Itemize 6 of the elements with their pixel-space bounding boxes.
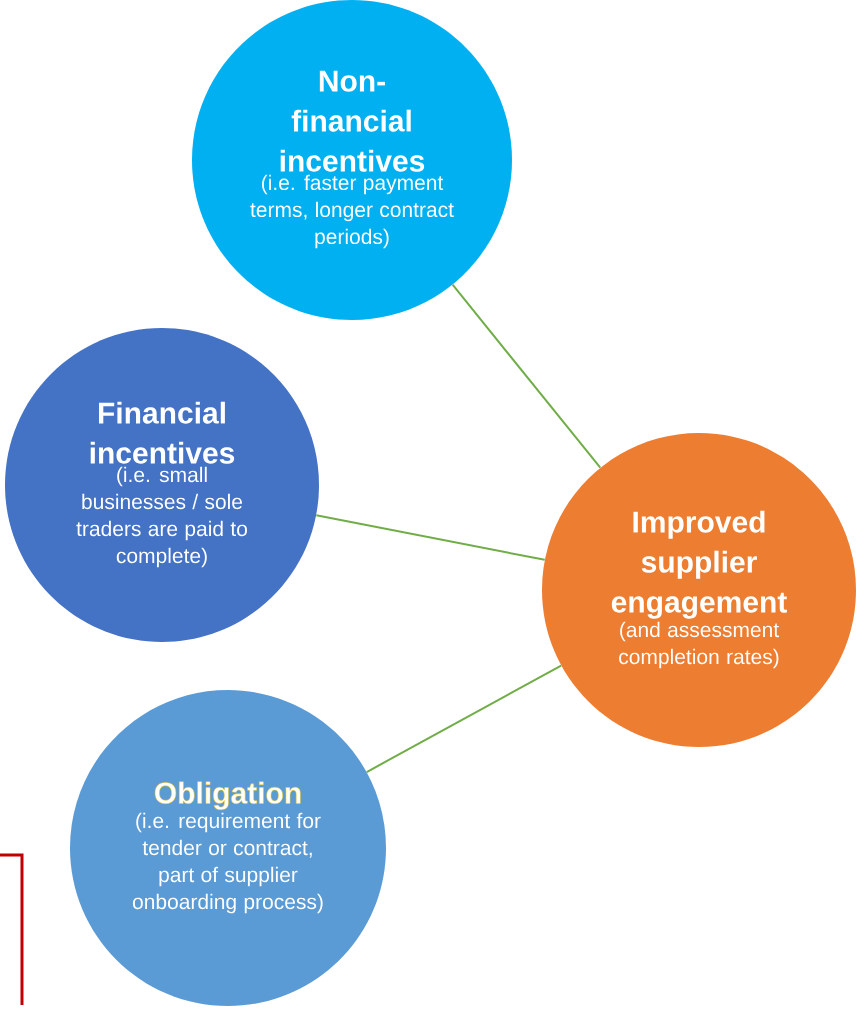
circle-node: Improved supplier engagement (and assessment completion rates) xyxy=(542,433,856,747)
circle-node: Non-financial incentives (i.e. faster payment terms, longer contract periods) xyxy=(192,0,512,320)
connector-line xyxy=(365,664,563,773)
connector-line xyxy=(451,283,602,469)
circle-node: Financial incentives (i.e. small businesses / sole traders are paid to complete) xyxy=(5,328,319,642)
connector-line xyxy=(315,514,546,561)
